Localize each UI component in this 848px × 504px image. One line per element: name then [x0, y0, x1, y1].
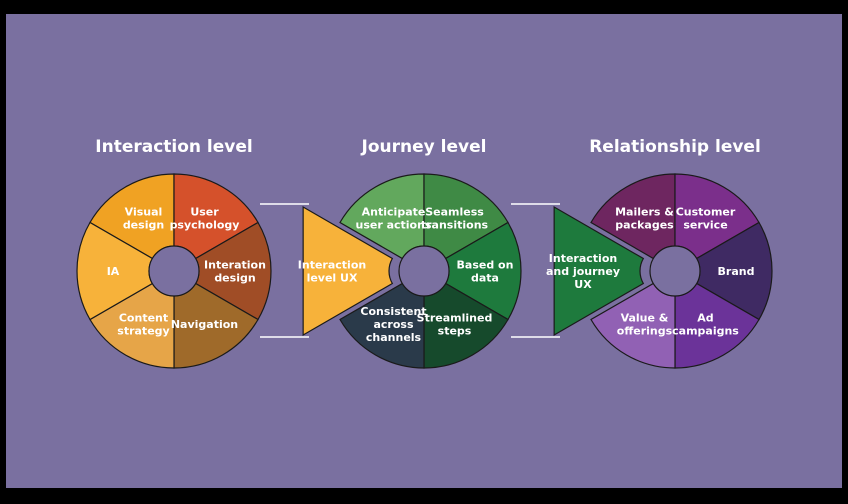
wheel-title: Interaction level: [95, 137, 252, 157]
wheel-segment: [302, 205, 394, 337]
segment-label: Brand: [718, 265, 755, 278]
wheel-center-hole: [398, 245, 450, 297]
segment-label: Value &offerings: [617, 311, 673, 337]
segment-label: IA: [107, 265, 120, 278]
relationship-level-wheel: Relationship level Mailers &packagesCust…: [546, 137, 773, 369]
wheel-title: Journey level: [361, 137, 487, 157]
segment-label: Mailers &packages: [615, 206, 674, 232]
segment-label: Navigation: [171, 318, 238, 331]
wheel-center-hole: [649, 245, 701, 297]
wheel-center-hole: [148, 245, 200, 297]
wheel-segment: [553, 205, 645, 337]
wheel-title: Relationship level: [589, 137, 761, 157]
